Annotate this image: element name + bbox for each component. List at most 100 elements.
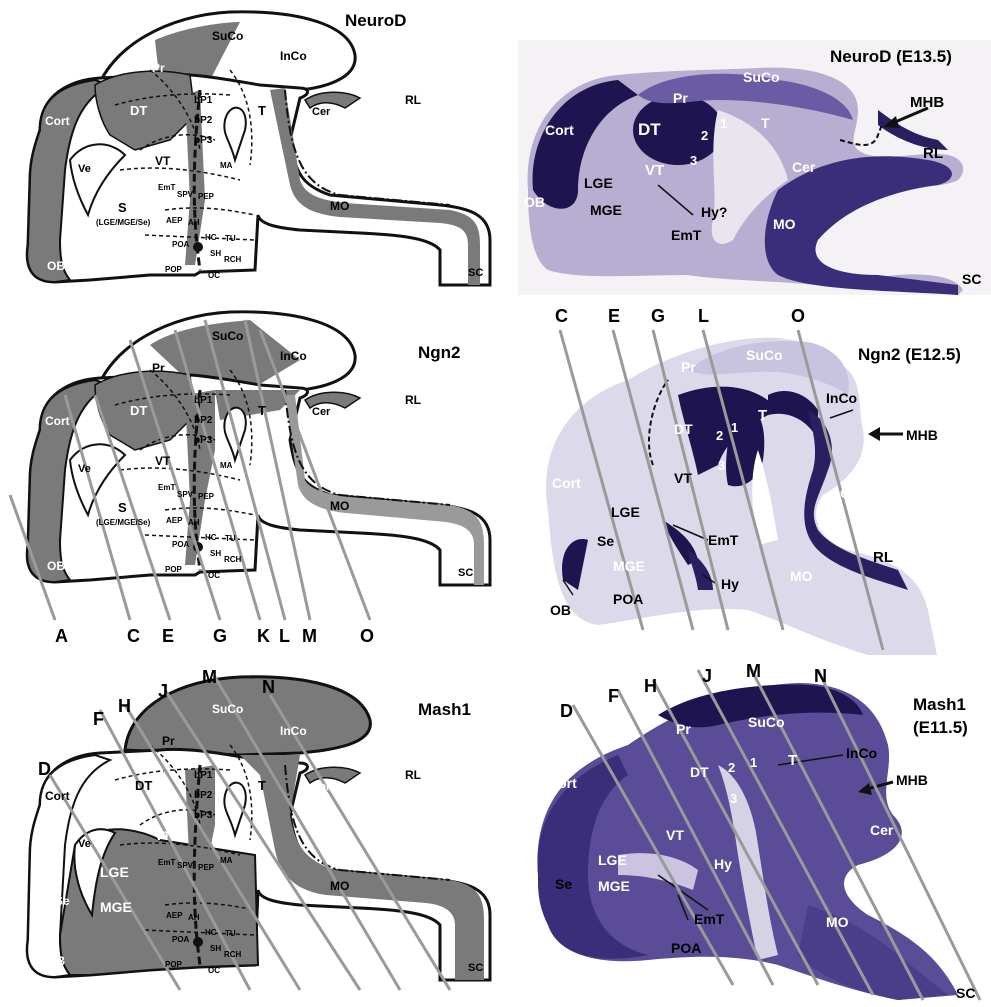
label-cer: Cer bbox=[312, 406, 331, 418]
section-letter-e: E bbox=[162, 626, 174, 646]
photo-label-cer: Cer bbox=[840, 485, 864, 501]
photo-label-cer: Cer bbox=[792, 159, 816, 175]
label-se: Se bbox=[55, 894, 70, 908]
photo-label-cer: Cer bbox=[870, 822, 894, 838]
label-ve: Ve bbox=[78, 838, 91, 850]
photo-label-poa: POA bbox=[671, 940, 701, 956]
ngn2-schematic-title: Ngn2 bbox=[418, 343, 461, 362]
label-aep: AEP bbox=[166, 216, 183, 225]
photo-label-lge: LGE bbox=[598, 852, 627, 868]
label-sc: SC bbox=[468, 962, 483, 974]
photo-label-sc: SC bbox=[962, 271, 981, 287]
ngn2-photo-title: Ngn2 (E12.5) bbox=[858, 345, 961, 364]
photo-label-cort: Cort bbox=[548, 775, 577, 791]
photo-label-vt: VT bbox=[645, 162, 664, 179]
label-sh: SH bbox=[210, 549, 221, 558]
section-letter-f: F bbox=[93, 709, 104, 729]
label-suco: SuCo bbox=[212, 702, 243, 716]
label-cer: Cer bbox=[312, 781, 331, 793]
photo-label-2: 2 bbox=[701, 128, 708, 143]
label-mo: MO bbox=[330, 499, 349, 513]
label-cort: Cort bbox=[45, 114, 70, 128]
photo-label-t: T bbox=[761, 115, 770, 131]
photo-label-lge: LGE bbox=[584, 175, 613, 191]
mhb-arrowhead bbox=[868, 427, 880, 441]
label-pr: Pr bbox=[152, 61, 165, 75]
label-rch: RCH bbox=[224, 255, 242, 264]
label-spv: SPV bbox=[177, 190, 194, 199]
photo-section-letter-d: D bbox=[560, 701, 573, 721]
photo-label-emt: EmT bbox=[671, 227, 702, 243]
label-emt: EmT bbox=[158, 858, 175, 867]
neurod-photo-title: NeuroD (E13.5) bbox=[830, 47, 952, 66]
photo-label-se: Se bbox=[555, 876, 572, 892]
label-pr: Pr bbox=[162, 734, 175, 748]
photo-label-inco: InCo bbox=[826, 390, 857, 406]
mash1-schematic: Mash1 D F H J M N SuCo InCo Pr DT bP1 bP… bbox=[0, 655, 505, 1007]
label-s: S bbox=[118, 200, 127, 215]
label-mo: MO bbox=[330, 879, 349, 893]
photo-section-letter-m: M bbox=[746, 661, 761, 681]
mash1-photo: Mash1 (E11.5) D F H J M N SuCo Pr InCo M… bbox=[518, 655, 991, 1007]
label-t: T bbox=[258, 103, 266, 118]
label-poa: POA bbox=[172, 935, 190, 944]
label-pep: PEP bbox=[198, 492, 215, 501]
label-tu: TU bbox=[225, 929, 236, 938]
label-hc: HC bbox=[205, 928, 217, 937]
photo-label-t: T bbox=[758, 407, 767, 424]
label-dt: DT bbox=[135, 778, 152, 793]
mash1-schematic-title: Mash1 bbox=[418, 700, 471, 719]
label-pop: POP bbox=[165, 265, 183, 274]
photo-label-hy: Hy? bbox=[701, 204, 727, 220]
ngn2-photo-section-letters: C E G L O bbox=[555, 306, 805, 326]
label-ah: AH bbox=[188, 518, 200, 527]
photo-label-lge: LGE bbox=[611, 504, 640, 520]
section-letter-n: N bbox=[262, 677, 275, 697]
label-t: T bbox=[258, 403, 266, 418]
label-bp2: bP2 bbox=[194, 790, 213, 801]
label-bp3: bP3 bbox=[194, 435, 213, 446]
photo-label-3: 3 bbox=[690, 153, 697, 168]
label-suco: SuCo bbox=[212, 29, 243, 43]
photo-label-ob: OB bbox=[524, 194, 545, 210]
label-rl: RL bbox=[405, 768, 421, 782]
photo-label-t: T bbox=[788, 752, 797, 769]
photo-label-3: 3 bbox=[718, 458, 725, 473]
label-cort: Cort bbox=[45, 414, 70, 428]
label-vt: VT bbox=[155, 829, 171, 843]
photo-label-mge: MGE bbox=[590, 202, 622, 218]
section-letter-k: K bbox=[257, 626, 270, 646]
photo-label-vt: VT bbox=[666, 827, 684, 843]
section-letter-h: H bbox=[118, 696, 131, 716]
ngn2-section-letters: A C E G K L M O bbox=[55, 626, 374, 646]
photo-label-mhb: MHB bbox=[906, 427, 938, 443]
photo-section-letter-l: L bbox=[698, 306, 709, 326]
label-ob: OB bbox=[47, 559, 65, 573]
photo-label-se: Se bbox=[597, 533, 614, 549]
label-bp2: bP2 bbox=[194, 115, 213, 126]
label-inco: InCo bbox=[280, 349, 307, 363]
photo-label-dt: DT bbox=[638, 120, 661, 139]
label-mo: MO bbox=[330, 199, 349, 213]
label-aep: AEP bbox=[166, 911, 183, 920]
label-pop: POP bbox=[165, 565, 183, 574]
photo-label-cort: Cort bbox=[552, 475, 581, 491]
label-ob: OB bbox=[47, 259, 65, 273]
section-letter-c: C bbox=[127, 626, 140, 646]
label-cer: Cer bbox=[312, 106, 331, 118]
ngn2-photo: Ngn2 (E12.5) C E G L O SuCo Pr InCo DT 1… bbox=[518, 300, 991, 670]
photo-label-emt: EmT bbox=[694, 911, 725, 927]
label-spv: SPV bbox=[177, 490, 194, 499]
label-bp1: bP1 bbox=[194, 770, 213, 781]
label-lge-mge-se: (LGE/MGE/Se) bbox=[96, 218, 151, 227]
label-bp3: bP3 bbox=[194, 135, 213, 146]
section-letter-a: A bbox=[55, 626, 68, 646]
photo-section-letter-j: J bbox=[702, 666, 712, 686]
section-letter-d: D bbox=[38, 759, 51, 779]
photo-label-mhb: MHB bbox=[896, 772, 928, 788]
label-ob: OB bbox=[47, 954, 65, 968]
ngn2-photo-panel: Ngn2 (E12.5) C E G L O SuCo Pr InCo DT 1… bbox=[518, 300, 991, 670]
neurod-schematic-title: NeuroD bbox=[345, 11, 406, 30]
photo-label-suco: SuCo bbox=[748, 714, 785, 730]
oc-dot bbox=[193, 242, 203, 252]
